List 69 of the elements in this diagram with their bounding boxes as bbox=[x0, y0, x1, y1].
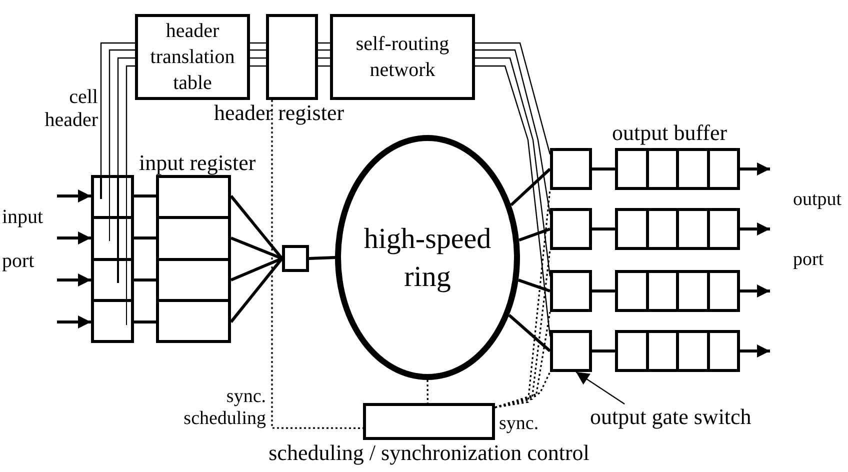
buffer-box bbox=[615, 330, 740, 372]
switch-box bbox=[550, 330, 592, 372]
arrow bbox=[57, 190, 91, 202]
connector-line bbox=[475, 65, 551, 336]
dotted-line bbox=[494, 250, 551, 408]
multiplexer-box bbox=[282, 245, 309, 272]
arrow bbox=[740, 284, 770, 298]
box-label: scheduling / synchronization control bbox=[268, 439, 590, 466]
arrow bbox=[740, 344, 770, 358]
box-label: input register bbox=[139, 148, 256, 176]
connector-line bbox=[475, 49, 551, 214]
connector-line bbox=[250, 57, 266, 59]
connector-line bbox=[592, 350, 615, 352]
network-box bbox=[330, 14, 475, 100]
connector-line bbox=[318, 57, 330, 59]
switch-box bbox=[550, 208, 592, 250]
box-label: header translation table bbox=[149, 19, 236, 96]
switch-box bbox=[550, 270, 592, 312]
connector-line bbox=[134, 236, 156, 240]
switch-box bbox=[550, 148, 592, 190]
connector-line bbox=[592, 290, 615, 292]
connector-line bbox=[134, 278, 156, 282]
connector-line bbox=[475, 42, 551, 154]
ring-ellipse bbox=[335, 135, 520, 380]
leader-line bbox=[576, 372, 625, 404]
box-label: output gate switch bbox=[590, 403, 752, 431]
table-box bbox=[135, 14, 250, 100]
connector-line bbox=[318, 49, 330, 51]
connector-line bbox=[134, 194, 156, 198]
connector-line bbox=[308, 256, 336, 260]
arrow bbox=[57, 274, 91, 286]
text-label: cell header bbox=[44, 86, 98, 132]
dotted-line bbox=[494, 372, 551, 408]
dotted-line bbox=[426, 380, 428, 403]
text-label: sync. bbox=[499, 414, 539, 433]
dotted-line bbox=[271, 100, 363, 429]
connector-line bbox=[510, 168, 552, 206]
box-label: self-routing network bbox=[354, 32, 450, 83]
connector-line bbox=[318, 65, 330, 67]
dotted-line bbox=[494, 312, 551, 408]
text-label: input port bbox=[2, 205, 44, 274]
connector-line bbox=[250, 42, 266, 44]
connector-line bbox=[230, 195, 284, 260]
buffer-box bbox=[615, 270, 740, 312]
text-label: sync. scheduling bbox=[182, 386, 266, 430]
connector-line bbox=[230, 258, 284, 323]
connector-line bbox=[100, 42, 135, 175]
connector-line bbox=[126, 65, 135, 175]
arrow bbox=[740, 162, 770, 176]
text-label: output buffer bbox=[612, 119, 728, 146]
box-label: header register bbox=[214, 99, 344, 126]
text-label: output port bbox=[793, 188, 843, 272]
buffer-box bbox=[615, 148, 740, 190]
connector-line bbox=[134, 320, 156, 324]
box-label: high-speed ring bbox=[362, 222, 492, 294]
connector-line bbox=[475, 57, 551, 276]
connector-line bbox=[250, 49, 266, 51]
connector-line bbox=[117, 57, 135, 175]
connector-line bbox=[250, 65, 266, 67]
input-cell-column bbox=[91, 175, 134, 343]
connector-line bbox=[318, 42, 330, 44]
buffer-box bbox=[615, 208, 740, 250]
connector-line bbox=[518, 228, 550, 242]
connector-line bbox=[108, 49, 135, 175]
arrow bbox=[57, 316, 91, 328]
connector-line bbox=[592, 168, 615, 170]
connector-line bbox=[592, 228, 615, 230]
arrow bbox=[57, 232, 91, 244]
arrow bbox=[740, 222, 770, 236]
